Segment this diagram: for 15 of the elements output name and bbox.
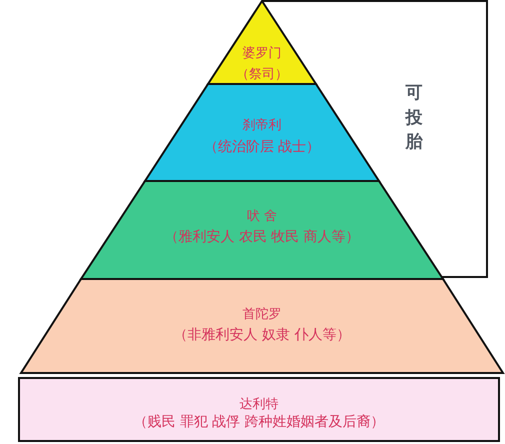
tier-title: 婆罗门 xyxy=(242,46,282,62)
tier-description: （祭司） xyxy=(236,67,288,83)
tier-title: 达利特 xyxy=(240,397,278,413)
side-label: 可投胎 xyxy=(404,82,424,154)
tier-description: （统治阶层 战士） xyxy=(204,138,320,156)
pyramid-tier xyxy=(145,84,379,181)
tier-description: （贱民 罪犯 战俘 跨种姓婚姻者及后裔） xyxy=(133,414,385,430)
pyramid-tier xyxy=(21,279,503,373)
tier-description: （雅利安人 农民 牧民 商人等） xyxy=(164,228,360,246)
base-band xyxy=(18,377,500,442)
tier-title: 刹帝利 xyxy=(242,118,282,134)
tier-title: 首陀罗 xyxy=(242,307,282,323)
tier-title: 吠 舍 xyxy=(246,209,278,225)
tier-description: （非雅利安人 奴隶 仆人等） xyxy=(174,326,350,344)
pyramid-tier xyxy=(81,181,443,279)
